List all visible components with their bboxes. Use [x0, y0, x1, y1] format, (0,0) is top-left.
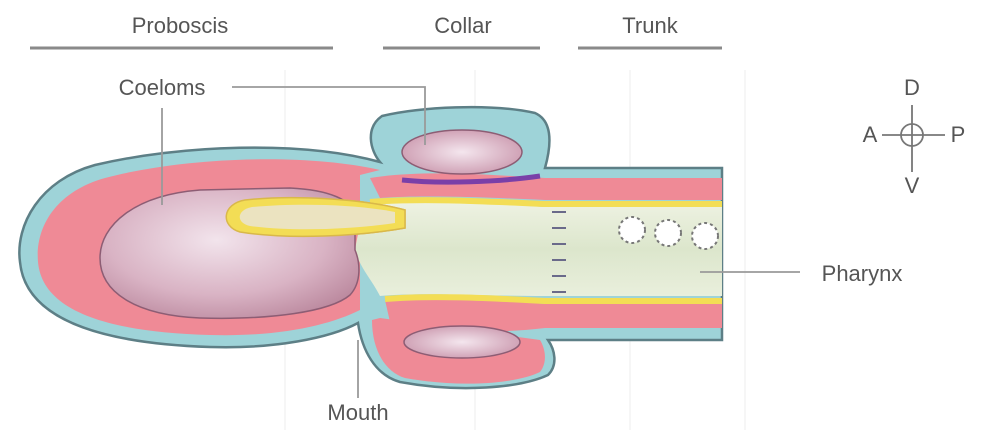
gill-pore — [692, 223, 718, 249]
pharynx-lumen — [355, 202, 722, 296]
trunk-region-label: Trunk — [622, 13, 678, 38]
collar-coelom-ventral — [404, 326, 520, 358]
gill-pore — [619, 217, 645, 243]
region-headers: Proboscis Collar Trunk — [30, 13, 722, 48]
compass-anterior-label: A — [863, 122, 878, 147]
pharynx-label: Pharynx — [822, 261, 903, 286]
collar-region-label: Collar — [434, 13, 491, 38]
compass-ventral-label: V — [905, 173, 920, 198]
gill-pore — [655, 220, 681, 246]
compass-dorsal-label: D — [904, 75, 920, 100]
animal-body — [19, 107, 722, 388]
compass-posterior-label: P — [951, 122, 966, 147]
collar-coelom-dorsal — [402, 130, 522, 174]
mouth-label: Mouth — [327, 400, 388, 425]
stomochord-overlay-inner — [240, 205, 395, 230]
coeloms-label: Coeloms — [119, 75, 206, 100]
proboscis-region-label: Proboscis — [132, 13, 229, 38]
orientation-compass: D V A P — [863, 75, 966, 198]
